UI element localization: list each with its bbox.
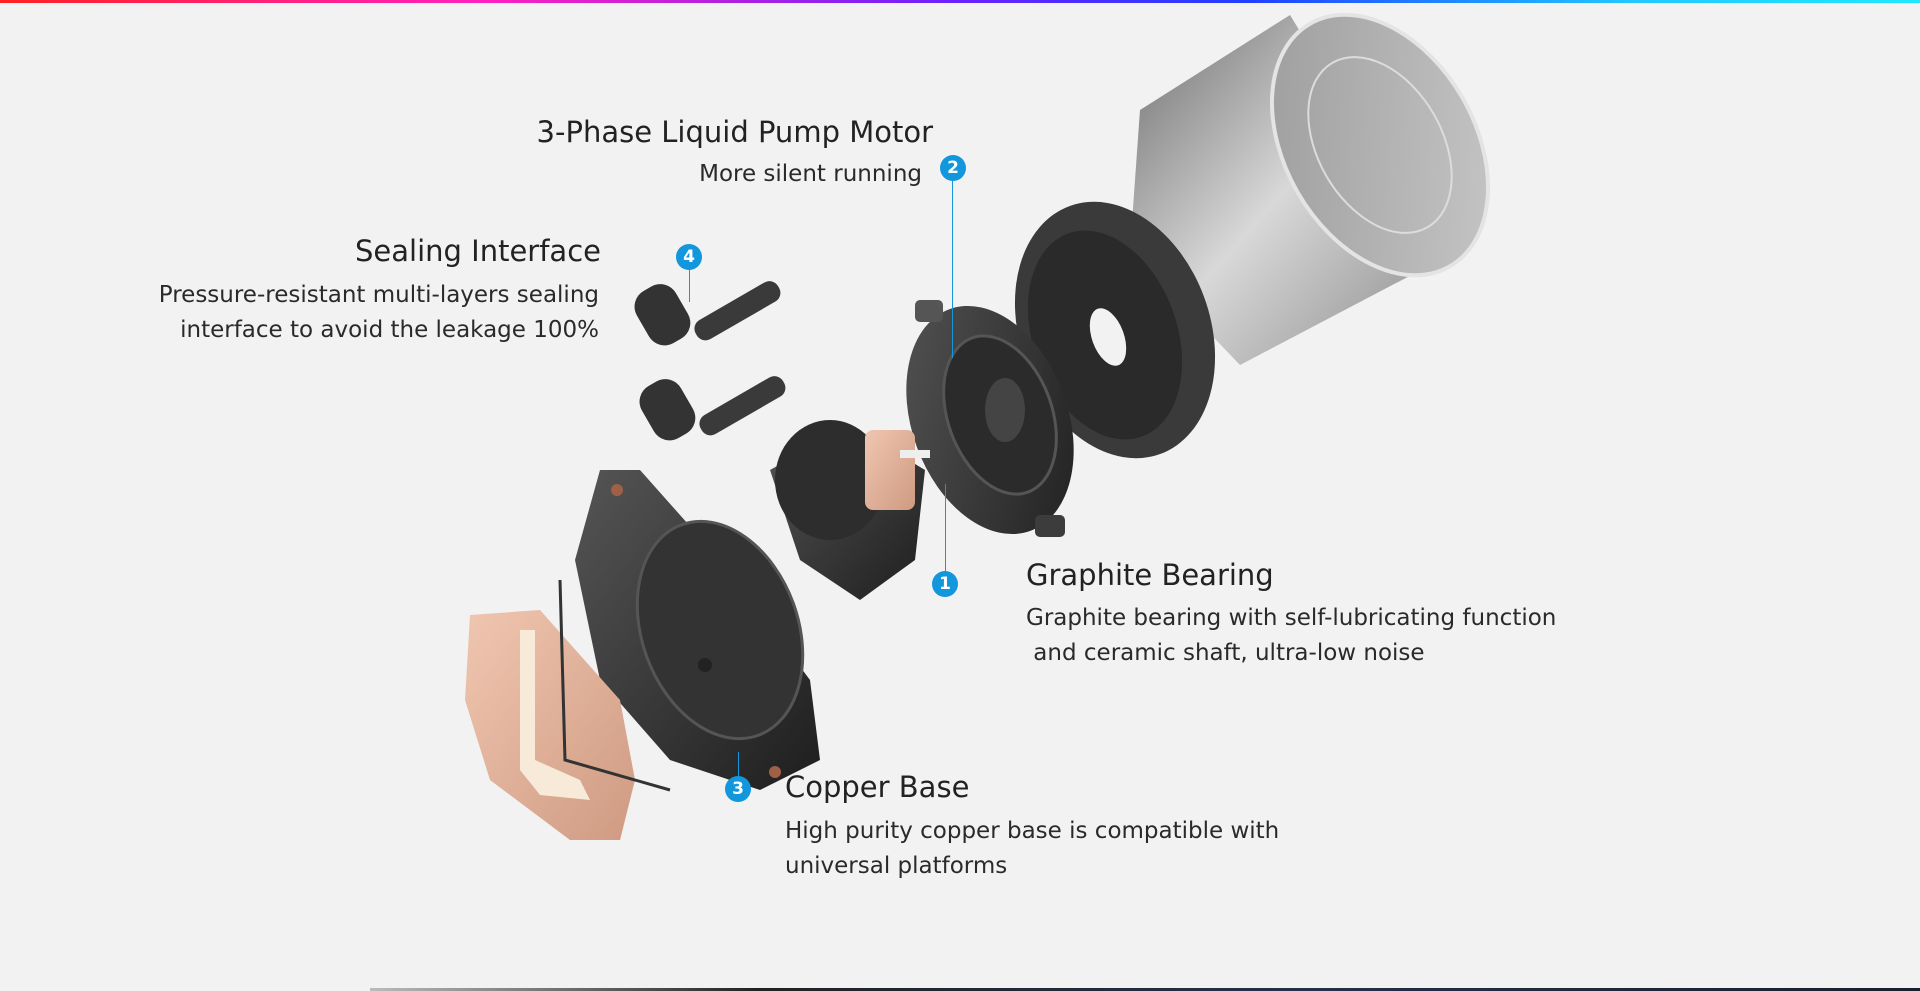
copper-base-plate — [465, 579, 671, 840]
fitting-elbow-top — [634, 281, 781, 346]
rainbow-top-bar — [0, 0, 1920, 3]
sealing-title: Sealing Interface — [355, 234, 601, 268]
bearing-description-line-2: and ceramic shaft, ultra-low noise — [1026, 640, 1425, 666]
motor-leader-line — [952, 168, 953, 358]
sealing-badge: 4 — [676, 244, 702, 270]
rotor-impeller — [770, 420, 930, 600]
motor-description: More silent running — [699, 161, 922, 187]
motor-title: 3-Phase Liquid Pump Motor — [536, 115, 933, 149]
bearing-leader-line — [945, 484, 946, 584]
ring-plate — [1014, 201, 1216, 459]
bottom-edge-strip — [370, 988, 1920, 991]
copper-title: Copper Base — [785, 770, 970, 804]
bearing-description-line-1: Graphite bearing with self-lubricating f… — [1026, 605, 1557, 631]
copper-leader-line — [738, 752, 739, 789]
sealing-leader-line — [689, 257, 690, 302]
bearing-badge: 1 — [932, 571, 958, 597]
copper-description-line-2: universal platforms — [785, 853, 1008, 879]
fitting-elbow-bottom — [639, 376, 786, 441]
sealing-description-line-2: interface to avoid the leakage 100% — [180, 317, 599, 343]
copper-badge: 3 — [725, 776, 751, 802]
copper-description-line-1: High purity copper base is compatible wi… — [785, 818, 1280, 844]
cold-plate-housing — [575, 470, 820, 790]
motor-badge: 2 — [940, 155, 966, 181]
sealing-description-line-1: Pressure-resistant multi-layers sealing — [158, 282, 599, 308]
bearing-title: Graphite Bearing — [1026, 558, 1274, 592]
pump-cover-cylinder — [1130, 12, 1491, 365]
pump-housing — [906, 300, 1074, 537]
